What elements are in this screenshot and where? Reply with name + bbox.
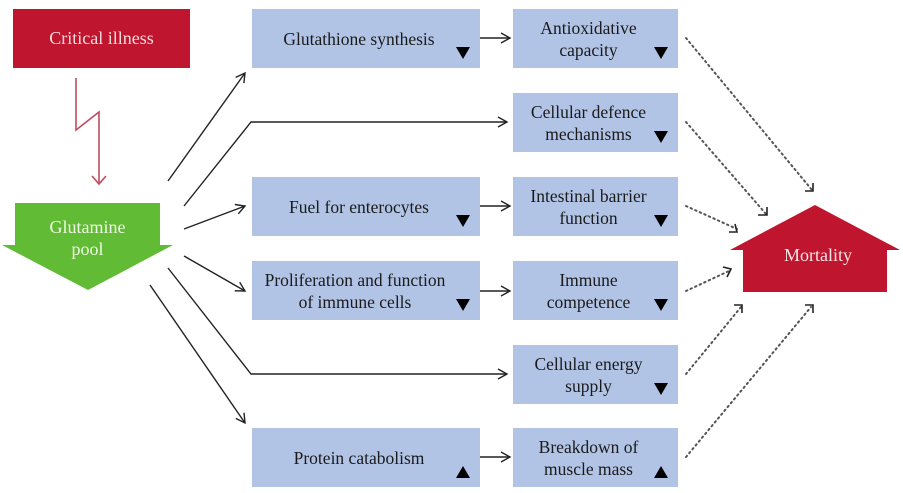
effect-label: Proliferation and function of immune cel…	[264, 269, 446, 312]
consequence-label: Breakdown of muscle mass	[538, 436, 639, 479]
arrow-pool-to-immune-cells	[183, 255, 247, 292]
increase-icon	[654, 466, 668, 478]
decrease-icon	[654, 299, 668, 311]
corner-arrowhead	[729, 223, 739, 233]
consequence-label: Immune competence	[546, 269, 631, 312]
arrow-pool-to-cellular-defence	[183, 116, 509, 207]
decrease-icon	[654, 383, 668, 395]
arrow-pool-to-glutathione	[167, 71, 246, 182]
effect-label: Protein catabolism	[293, 447, 425, 468]
mortality-shape	[730, 205, 900, 292]
critical-illness-label: Critical illness	[49, 28, 154, 48]
consequence-antioxidative-capacity: Antioxidative capacity	[513, 9, 678, 68]
effect-label: Glutathione synthesis	[283, 28, 435, 49]
corner-arrowhead	[805, 304, 814, 313]
critical-illness-node: Critical illness	[13, 9, 190, 68]
effect-immune-cells: Proliferation and function of immune cel…	[252, 261, 480, 320]
corner-arrowhead	[722, 266, 733, 278]
corner-arrowhead	[758, 207, 768, 216]
decrease-icon	[654, 215, 668, 227]
dotted-antioxidative-to-mortality	[685, 37, 813, 191]
dotted-defence-to-mortality	[685, 121, 767, 215]
effect-fuel-for-enterocytes: Fuel for enterocytes	[252, 177, 480, 236]
decrease-icon	[456, 215, 470, 227]
consequence-label: Cellular energy supply	[534, 353, 643, 396]
increase-icon	[456, 466, 470, 478]
consequence-cellular-energy: Cellular energy supply	[513, 345, 678, 404]
consequence-label: Cellular defence mechanisms	[530, 101, 647, 144]
dotted-intestinal-to-mortality	[685, 205, 738, 230]
arrow-pool-to-protein-catabolism	[149, 284, 246, 425]
arrow-pool-to-energy-supply	[167, 267, 509, 380]
effect-label: Fuel for enterocytes	[289, 196, 429, 217]
decrease-icon	[456, 47, 470, 59]
consequence-muscle-breakdown: Breakdown of muscle mass	[513, 428, 678, 487]
lightning-arrow	[75, 78, 100, 183]
mortality-label: Mortality	[784, 245, 852, 265]
dotted-competence-to-mortality	[685, 270, 730, 292]
decrease-icon	[654, 47, 668, 59]
corner-arrowhead	[805, 183, 814, 192]
decrease-icon	[654, 131, 668, 143]
glutamine-pool-shape	[2, 203, 173, 290]
effect-protein-catabolism: Protein catabolism	[252, 428, 480, 487]
effect-glutathione-synthesis: Glutathione synthesis	[252, 9, 480, 68]
lightning-arrowhead	[91, 175, 107, 186]
consequence-label: Intestinal barrier function	[530, 185, 647, 228]
consequence-cellular-defence: Cellular defence mechanisms	[513, 93, 678, 152]
consequence-intestinal-barrier: Intestinal barrier function	[513, 177, 678, 236]
dotted-energy-to-mortality	[685, 306, 742, 375]
consequence-immune-competence: Immune competence	[513, 261, 678, 320]
decrease-icon	[456, 299, 470, 311]
dotted-muscle-to-mortality	[685, 306, 812, 458]
consequence-label: Antioxidative capacity	[540, 17, 637, 60]
arrow-pool-to-enterocytes	[183, 203, 247, 230]
corner-arrowhead	[734, 304, 743, 313]
glutamine-pool-label: Glutamine pool	[49, 217, 126, 259]
